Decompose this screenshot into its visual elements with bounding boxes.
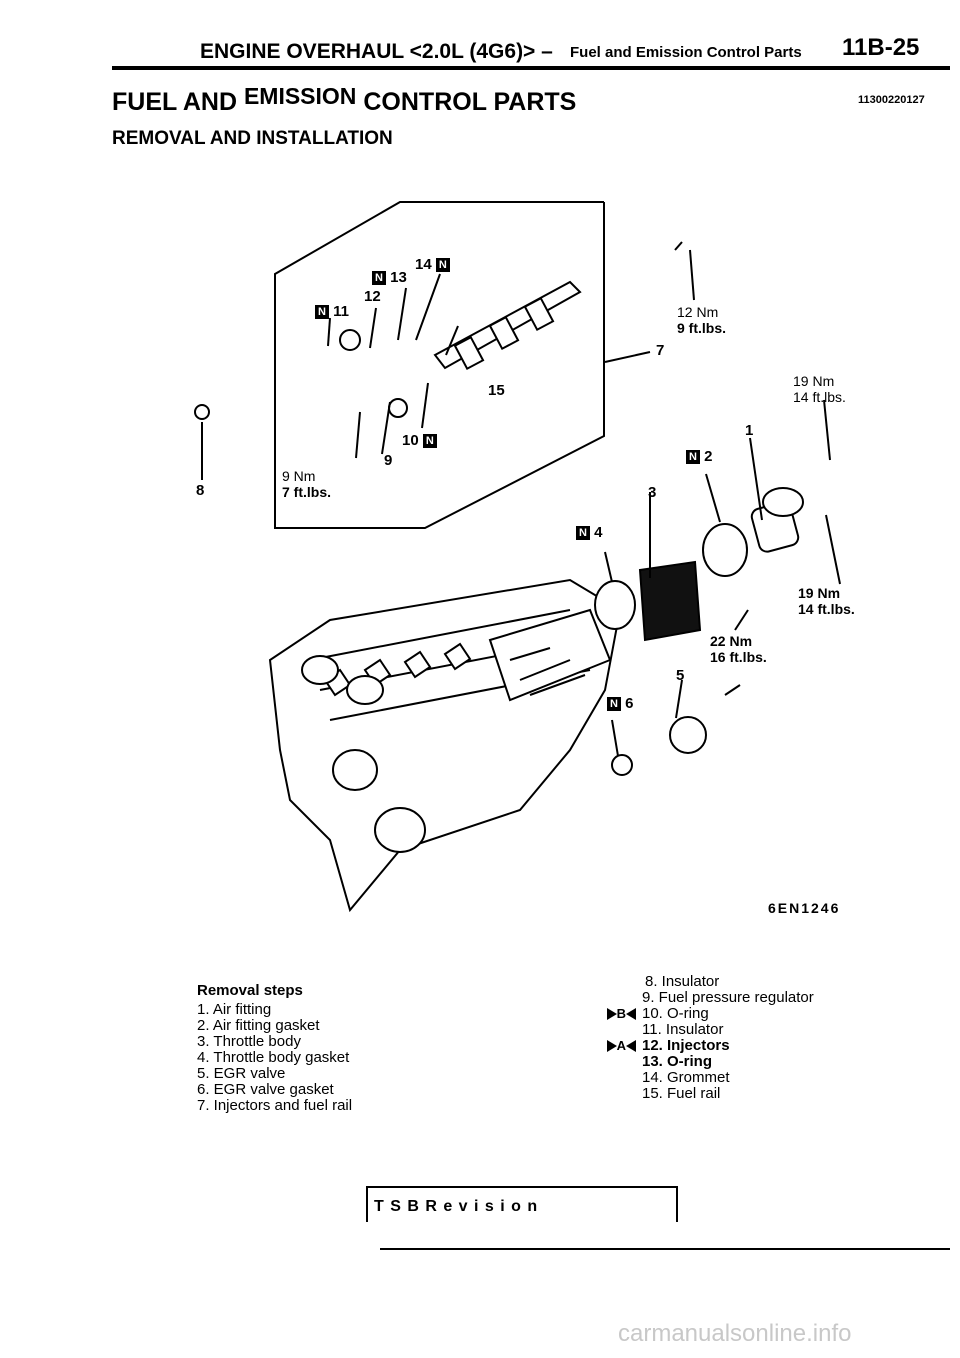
removal-steps-left: 1. Air fitting 2. Air fitting gasket 3. … [197,1002,352,1114]
callout-2: N 2 [686,448,713,465]
removal-steps-right: 8. Insulator 9. Fuel pressure regulator … [560,974,814,1102]
section-title-part3: CONTROL PARTS [363,88,577,116]
header-title: ENGINE OVERHAUL <2.0L (4G6)> – [200,40,553,63]
list-item: 8. Insulator [645,973,720,990]
revision-label: T S B R e v i s i o n [374,1198,539,1215]
section-title-part1: FUEL AND [112,88,237,116]
section-title-part2: EMISSION [243,83,357,109]
callout-12: 12 [364,288,381,305]
watermark: carmanualsonline.info [618,1320,852,1347]
callout-4: N 4 [576,524,603,541]
list-item: 15. Fuel rail [642,1085,721,1102]
revision-box: T S B R e v i s i o n [366,1186,678,1222]
list-item: 11. Insulator [642,1021,724,1038]
list-item: 1. Air fitting [197,1001,272,1018]
new-part-icon: N [607,697,621,712]
callout-8: 8 [196,482,205,499]
new-part-icon: N [315,305,329,320]
callout-10: 10 N [402,432,437,449]
triangle-right-icon [606,1040,617,1052]
callout-9: 9 [384,452,393,469]
callout-13: N 13 [372,269,407,286]
list-item: A 12. Injectors [560,1038,814,1054]
callout-15: 15 [488,382,505,399]
procedure-mark-a: A [560,1038,642,1054]
removal-steps-heading: Removal steps [197,982,303,999]
header-subtitle: Fuel and Emission Control Parts [570,44,802,61]
section-code: 11300220127 [858,94,925,106]
list-item: 6. EGR valve gasket [197,1081,334,1098]
new-part-icon: N [686,450,700,465]
list-item: 9. Fuel pressure regulator [642,989,814,1006]
callout-1: 1 [745,422,754,439]
list-item: B 10. O-ring [560,1006,814,1022]
triangle-left-icon [626,1008,636,1020]
list-item: 4. Throttle body gasket [197,1049,350,1066]
list-item: 14. Grommet [642,1069,730,1086]
callout-14: 14 N [415,256,450,273]
new-part-icon: N [422,434,437,449]
exploded-view-diagram [150,190,940,930]
callout-5: 5 [676,667,685,684]
list-item: 2. Air fitting gasket [197,1017,320,1034]
new-part-icon: N [372,271,386,286]
figure-id: 6EN1246 [768,900,841,916]
list-item: 13. O-ring [642,1053,713,1070]
header-rule [112,66,950,70]
page-number: 11B-25 [842,34,920,61]
new-part-icon: N [576,526,590,541]
triangle-left-icon [626,1040,636,1052]
procedure-mark-b: B [560,1006,642,1022]
list-item: 3. Throttle body [197,1033,301,1050]
section-title: FUEL AND EMISSION CONTROL PARTS [112,83,577,117]
callout-7: 7 [656,342,665,359]
footer-rule [380,1248,950,1250]
callout-6: N 6 [607,695,634,712]
engine-diagram-svg [194,201,841,913]
list-item: 7. Injectors and fuel rail [197,1097,353,1114]
new-part-icon: N [435,258,450,273]
callout-11: N 11 [315,303,349,320]
callout-3: 3 [648,484,657,501]
triangle-right-icon [606,1008,617,1020]
section-subtitle: REMOVAL AND INSTALLATION [112,128,393,149]
list-item: 5. EGR valve [197,1065,286,1082]
